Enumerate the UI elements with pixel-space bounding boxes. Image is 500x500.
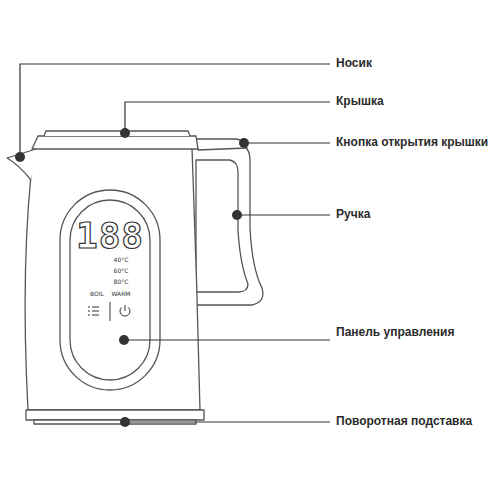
handle-outer (190, 144, 263, 305)
part-name: Крышка (336, 95, 384, 109)
mode-label: BOIL (90, 291, 104, 298)
leader-lines (20, 64, 330, 422)
temperature-mark: 60°C (114, 268, 129, 275)
part-name: Панель управления (336, 326, 454, 340)
part-name: Поворотная подставка (336, 415, 472, 429)
kettle-body (25, 148, 200, 410)
temperature-mark: 40°C (114, 257, 129, 264)
part-name: Носик (336, 57, 372, 71)
lid (32, 136, 198, 149)
part-name: Ручка (336, 208, 370, 222)
spout (7, 149, 36, 180)
mode-label: WARM (111, 291, 130, 298)
part-name: Кнопка открытия крышки (336, 136, 488, 150)
leader-dots (15, 128, 249, 427)
temperature-mark: 80°C (114, 279, 129, 286)
panel-outer (60, 190, 160, 390)
panel-inner (70, 200, 150, 380)
lid-top (44, 131, 190, 136)
display-digits: 188 (76, 215, 144, 256)
base (26, 410, 204, 420)
panel-icons (88, 302, 130, 321)
handle-inner (196, 160, 248, 292)
